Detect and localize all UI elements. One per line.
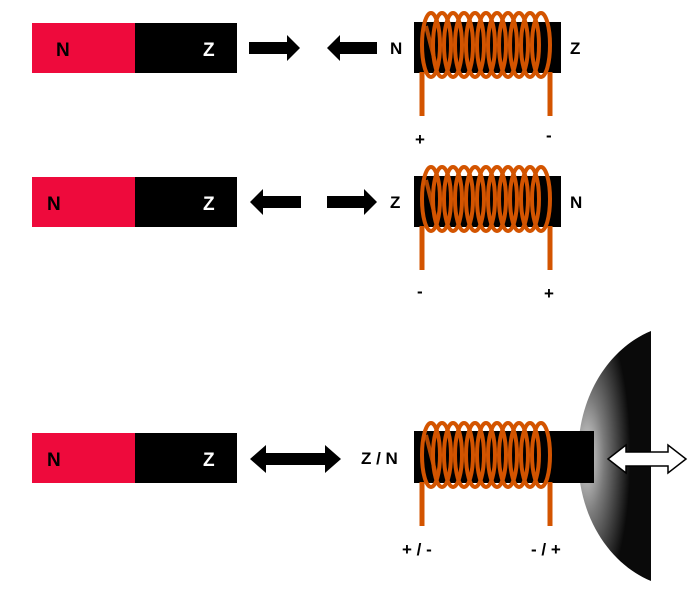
bar-magnet: N Z — [32, 177, 237, 227]
coil-left-pole-label: N — [390, 39, 402, 58]
lead-left-polarity-label: + — [415, 130, 425, 149]
magnet-south-label: Z — [203, 194, 215, 215]
magnet-south-label: Z — [203, 450, 215, 471]
electromagnet-coil: Z / N + / - - / + — [361, 421, 594, 559]
lead-right-polarity-label: - — [546, 126, 552, 145]
magnet-north-pole — [32, 433, 135, 483]
arrow-right-icon — [327, 189, 377, 215]
magnet-south-pole — [135, 23, 237, 73]
lead-right-polarity-label: - / + — [531, 540, 561, 559]
lead-left-polarity-label: - — [417, 282, 423, 301]
row-2: N Z Z N - — [32, 165, 582, 303]
bar-magnet: N Z — [32, 23, 237, 73]
magnet-north-label: N — [47, 194, 61, 215]
bar-magnet: N Z — [32, 433, 237, 483]
row-3: N Z — [32, 331, 688, 581]
magnet-north-pole — [32, 23, 135, 73]
lead-right-polarity-label: + — [544, 284, 554, 303]
row-1: N Z N Z + — [32, 11, 580, 149]
arrow-left-icon — [250, 189, 301, 215]
arrow-right-icon — [249, 35, 300, 61]
lead-left-polarity-label: + / - — [402, 540, 432, 559]
coil-winding — [420, 421, 552, 489]
magnet-south-label: Z — [203, 40, 215, 61]
coil-left-pole-label: Z — [390, 193, 400, 212]
magnet-north-label: N — [47, 450, 61, 471]
magnet-north-pole — [32, 177, 135, 227]
coil-left-pole-label: Z / N — [361, 449, 398, 468]
magnet-south-pole — [135, 433, 237, 483]
coil-winding — [420, 11, 552, 79]
coil-right-pole-label: Z — [570, 39, 580, 58]
magnet-south-pole — [135, 177, 237, 227]
electromagnet-coil: N Z + - — [390, 11, 580, 149]
loudspeaker-cone-icon — [578, 331, 688, 581]
electromagnet-coil: Z N - + — [390, 165, 582, 303]
magnet-north-label: N — [56, 40, 70, 61]
coil-right-pole-label: N — [570, 193, 582, 212]
arrow-left-icon — [327, 35, 377, 61]
coil-winding — [420, 165, 552, 233]
double-headed-hollow-arrow-icon — [606, 443, 688, 475]
double-arrow-icon — [250, 445, 341, 473]
